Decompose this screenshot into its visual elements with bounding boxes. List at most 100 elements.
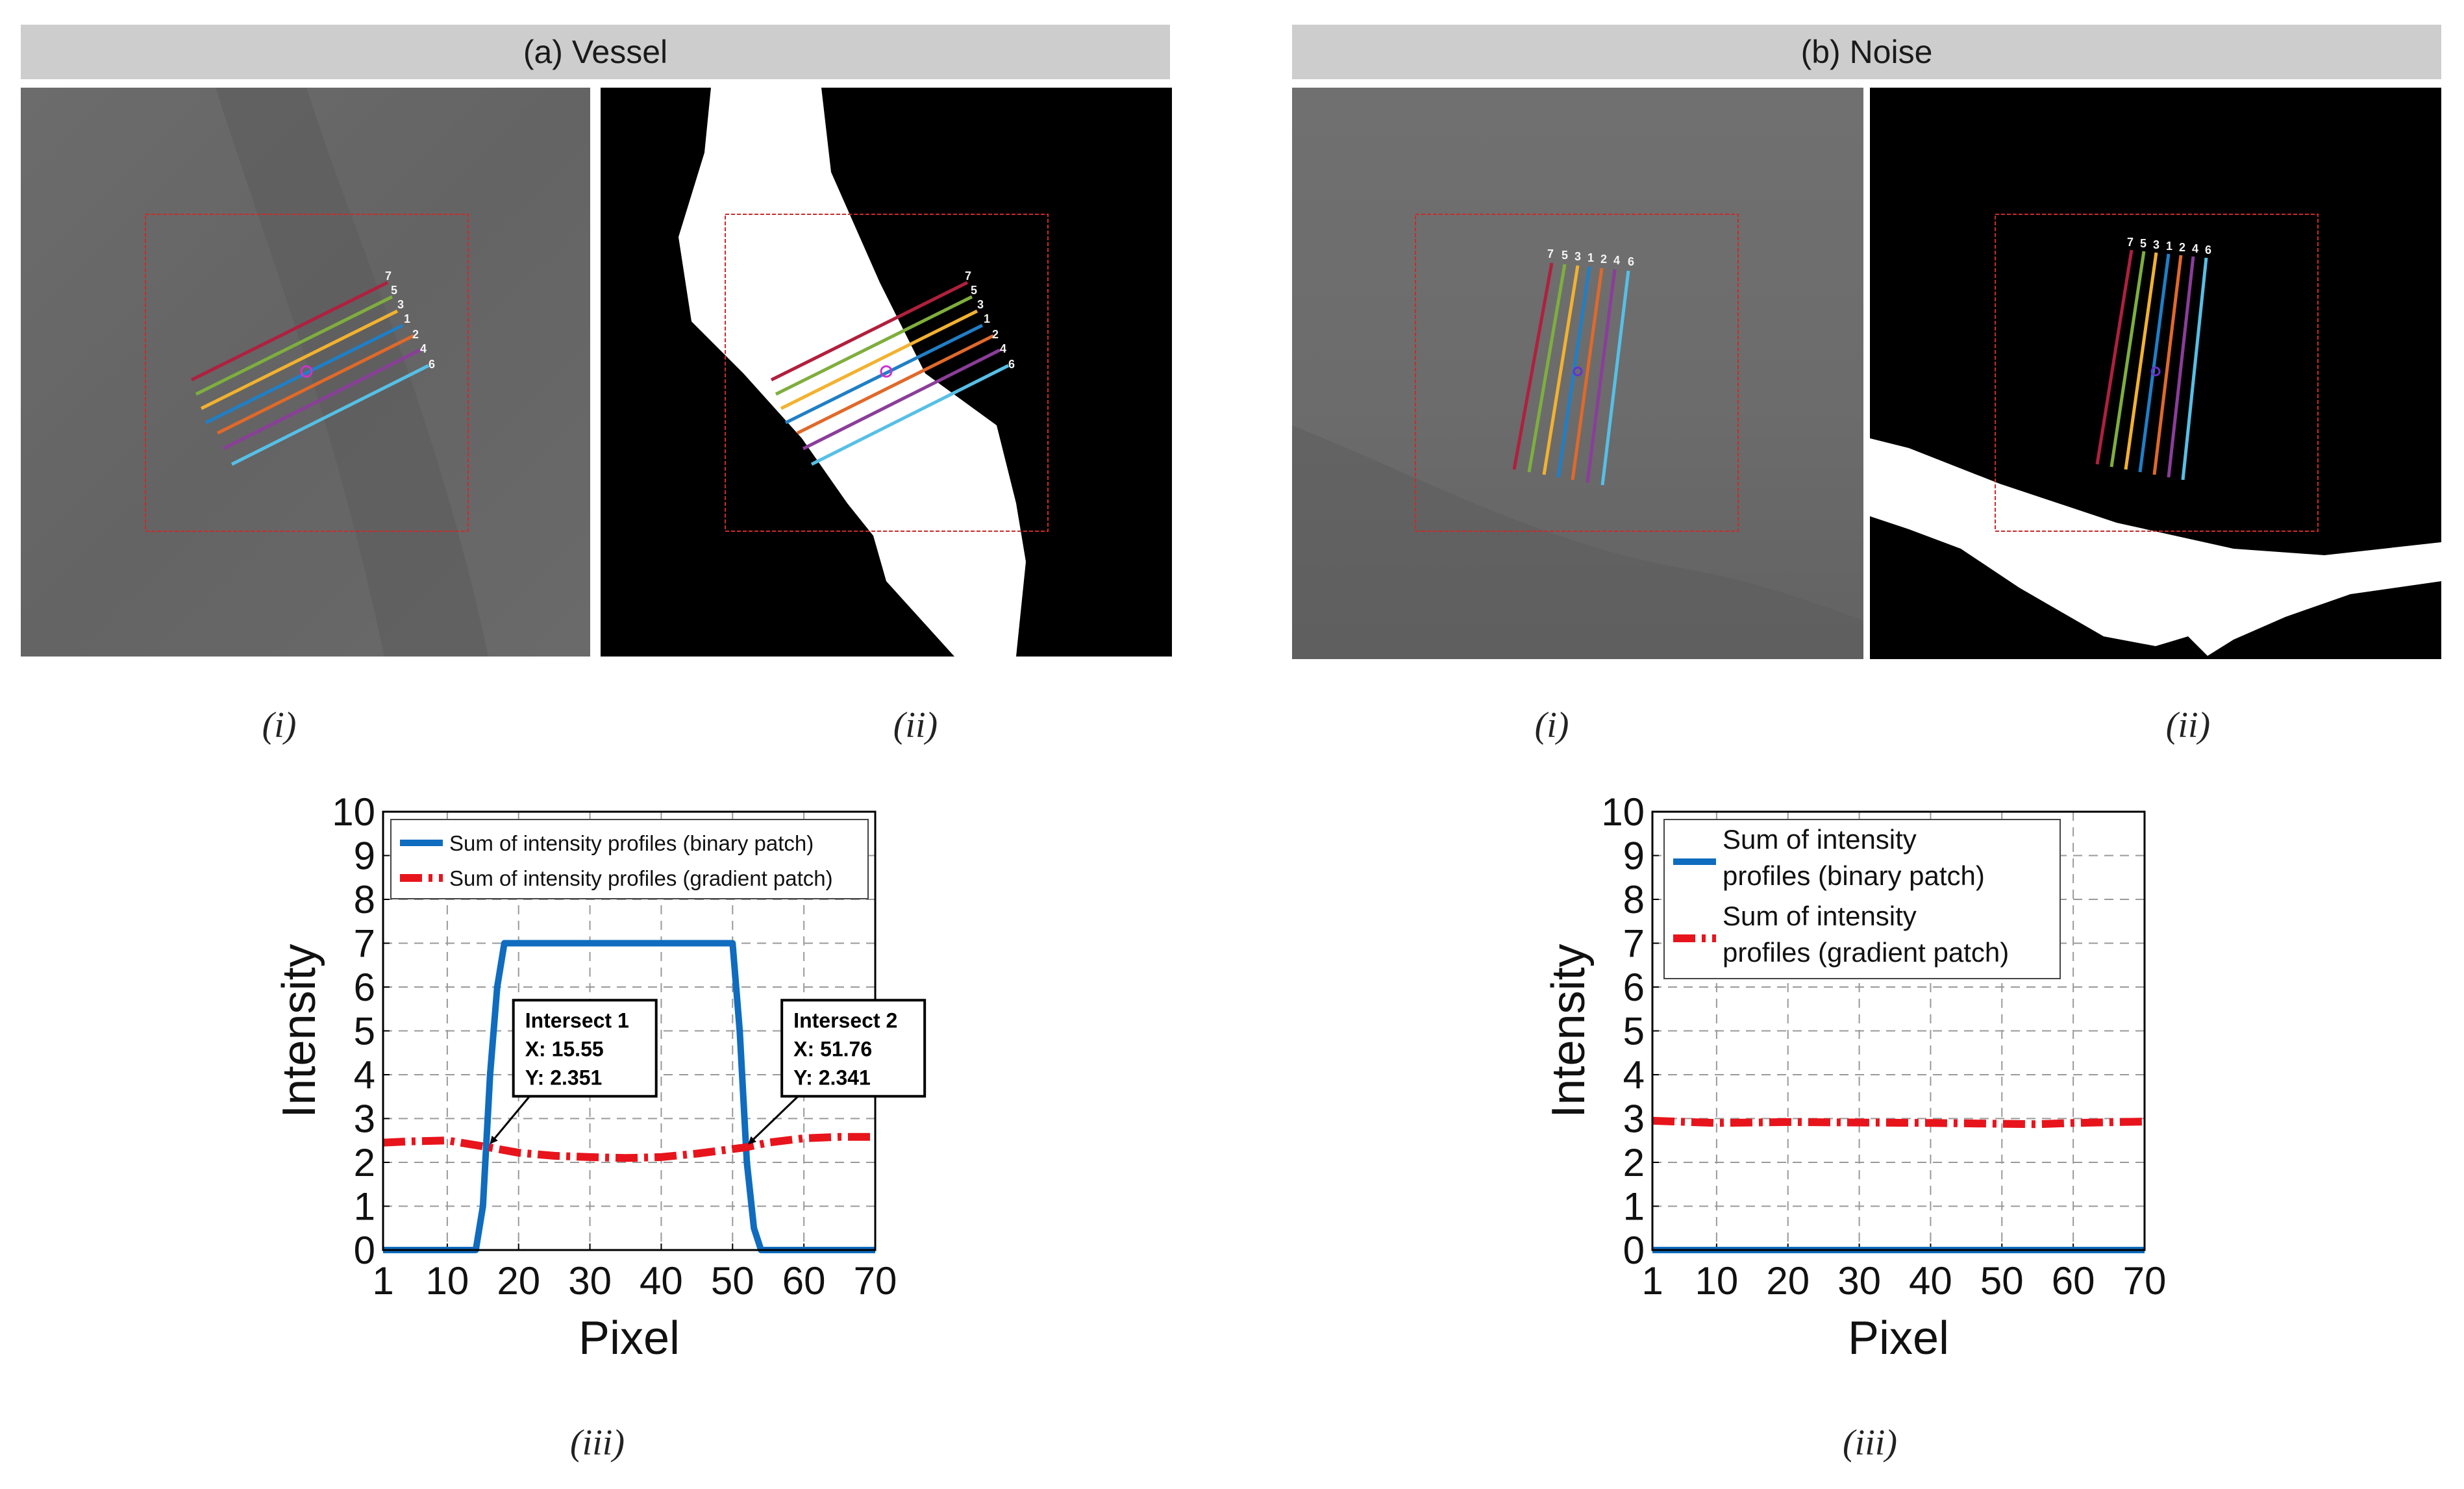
x-tick-label: 30 (1837, 1259, 1881, 1303)
x-tick-label: 50 (1980, 1259, 2024, 1303)
y-tick-label: 6 (1623, 966, 1645, 1009)
x-tick-label: 60 (782, 1259, 826, 1303)
y-tick-label: 5 (1623, 1010, 1645, 1053)
profile-label: 4 (420, 342, 427, 355)
x-tick-label: 20 (1766, 1259, 1810, 1303)
sublabel-b-iii: (iii) (1843, 1423, 1897, 1463)
y-tick-label: 7 (1623, 922, 1645, 966)
x-tick-label: 10 (1695, 1259, 1738, 1303)
x-tick-label: 60 (2052, 1259, 2095, 1303)
profile-label: 3 (397, 298, 404, 311)
noise-panel-header: (b) Noise (1292, 25, 2441, 79)
annotation-arrow (490, 1095, 530, 1144)
profile-label: 3 (977, 298, 984, 311)
x-axis-label: Pixel (1848, 1312, 1949, 1364)
profile-label: 3 (1574, 250, 1581, 263)
x-tick-label: 70 (2123, 1259, 2167, 1303)
x-tick-label: 10 (425, 1259, 469, 1303)
x-tick-label: 70 (854, 1259, 897, 1303)
y-axis-label: Intensity (273, 944, 325, 1118)
profile-label: 6 (1008, 358, 1015, 371)
y-tick-label: 6 (354, 966, 375, 1009)
profile-label: 5 (971, 284, 977, 297)
x-tick-label: 1 (1641, 1259, 1663, 1303)
profile-label: 2 (992, 328, 999, 341)
annotation-arrow (748, 1095, 799, 1145)
profile-label: 7 (385, 269, 392, 282)
y-tick-label: 4 (1623, 1053, 1645, 1097)
y-tick-label: 0 (1623, 1229, 1645, 1272)
profile-label: 4 (2192, 242, 2198, 255)
vessel-gradient-patch-image: 7 5 3 1 2 4 6 (21, 88, 590, 657)
annotation-box (512, 999, 658, 1098)
y-tick-label: 9 (1623, 834, 1645, 878)
profile-label: 1 (984, 312, 990, 325)
sublabel-a-iii: (iii) (570, 1423, 625, 1463)
vessel-binary-patch-image: 7 5 3 1 2 4 6 (601, 88, 1172, 657)
profile-label: 1 (1587, 251, 1594, 264)
noise-gradient-patch-image: 7 5 3 1 2 4 6 (1292, 88, 1863, 659)
annotation-box (780, 999, 927, 1098)
annotation-title: Intersect 2 (793, 1008, 897, 1032)
y-tick-label: 10 (1601, 790, 1645, 834)
y-tick-label: 10 (332, 790, 375, 834)
y-axis-label: Intensity (1543, 944, 1595, 1118)
y-tick-label: 2 (1623, 1141, 1645, 1184)
annotation-x: X: 15.55 (525, 1037, 604, 1060)
x-tick-label: 30 (568, 1259, 612, 1303)
y-tick-label: 1 (354, 1185, 375, 1229)
series-line-gradient (1652, 1116, 2145, 1129)
legend-label: Sum of intensity profiles (gradient patc… (449, 866, 833, 890)
y-tick-label: 8 (354, 878, 375, 921)
x-axis-label: Pixel (579, 1312, 680, 1364)
profile-label: 5 (1562, 249, 1568, 262)
x-tick-label: 20 (497, 1259, 540, 1303)
profile-label: 4 (1613, 254, 1620, 267)
vessel-panel-header: (a) Vessel (21, 25, 1170, 79)
y-tick-label: 4 (354, 1053, 375, 1097)
annotation-title: Intersect 1 (525, 1008, 629, 1032)
plot-frame (1651, 810, 2146, 1251)
y-tick-label: 7 (354, 922, 375, 966)
profile-label: 6 (1628, 255, 1634, 268)
x-tick-label: 50 (711, 1259, 754, 1303)
legend-box (390, 819, 869, 899)
annotation-y: Y: 2.351 (525, 1066, 603, 1089)
profile-label: 7 (1547, 247, 1554, 260)
noise-binary-patch-image: 7 5 3 1 2 4 6 (1870, 88, 2441, 659)
profile-label: 5 (391, 284, 397, 297)
series-line-binary (383, 940, 875, 1253)
profile-label: 2 (1600, 253, 1607, 266)
legend-box (1663, 819, 2061, 979)
sublabel-b-i: (i) (1534, 705, 1569, 745)
annotation-y: Y: 2.341 (793, 1066, 871, 1089)
y-tick-label: 9 (354, 834, 375, 878)
y-tick-label: 1 (1623, 1185, 1645, 1229)
x-tick-label: 1 (372, 1259, 393, 1303)
profile-label: 7 (2127, 236, 2134, 249)
sublabel-a-ii: (ii) (893, 705, 938, 745)
x-tick-label: 40 (640, 1259, 683, 1303)
y-tick-label: 5 (354, 1010, 375, 1053)
y-tick-label: 2 (354, 1141, 375, 1184)
y-tick-label: 8 (1623, 878, 1645, 921)
profile-label: 2 (412, 328, 419, 341)
profile-label: 7 (965, 269, 971, 282)
y-tick-label: 0 (354, 1229, 375, 1272)
profile-label: 5 (2140, 237, 2147, 250)
profile-label: 6 (429, 358, 435, 371)
profile-label: 2 (2179, 241, 2185, 254)
sublabel-b-ii: (ii) (2165, 705, 2211, 745)
sublabel-a-i: (i) (262, 705, 297, 745)
profile-label: 6 (2205, 244, 2211, 257)
annotation-x: X: 51.76 (793, 1037, 872, 1060)
y-tick-label: 3 (354, 1097, 375, 1141)
series-line-gradient (382, 1132, 875, 1162)
y-tick-label: 3 (1623, 1097, 1645, 1141)
x-tick-label: 40 (1909, 1259, 1952, 1303)
